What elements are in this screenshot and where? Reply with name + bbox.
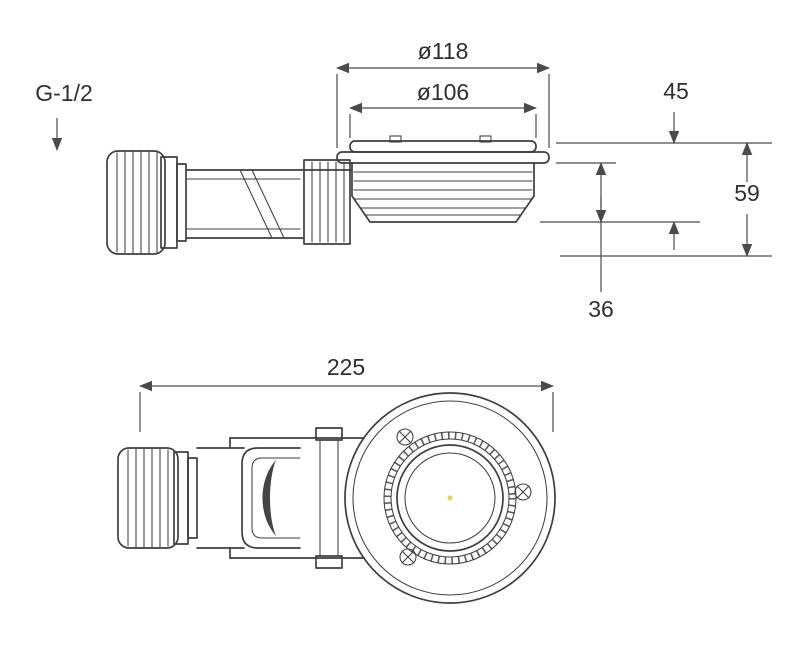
side-view-drain-body	[336, 135, 550, 223]
housing-slot	[262, 460, 276, 536]
dim-label-height-upper: 45	[663, 78, 689, 104]
thread-size-callout: G-1/2	[35, 80, 93, 152]
dimension-height-upper: 45	[540, 78, 772, 250]
side-view: ø118 ø106 G-1/2 45	[35, 38, 772, 322]
plan-view-flange	[344, 392, 556, 604]
plan-view-nut	[117, 447, 198, 549]
dimension-overall-length: 225	[138, 354, 555, 432]
dim-label-height-total: 59	[734, 180, 760, 206]
dimension-dia-lid: ø106	[348, 79, 538, 138]
dimension-height-total: 59	[560, 141, 772, 258]
dim-label-overall-length: 225	[327, 354, 365, 380]
center-dot	[447, 495, 453, 501]
side-view-outlet-pipe	[185, 159, 353, 245]
screw-top-left	[396, 428, 414, 446]
screw-bottom-left	[399, 548, 417, 566]
dim-label-height-lower: 36	[588, 296, 614, 322]
thread-ring-ticks	[384, 432, 516, 564]
dim-label-dia-lid: ø106	[417, 79, 469, 105]
thread-size-label: G-1/2	[35, 80, 93, 106]
dimension-height-lower: 36	[556, 161, 616, 322]
plan-view-housing	[196, 427, 365, 569]
side-view-nut	[106, 150, 187, 255]
screw-right	[514, 483, 532, 501]
dimension-dia-outer: ø118	[335, 38, 551, 148]
plan-view: 225	[117, 354, 556, 604]
dim-label-dia-outer: ø118	[418, 38, 469, 64]
